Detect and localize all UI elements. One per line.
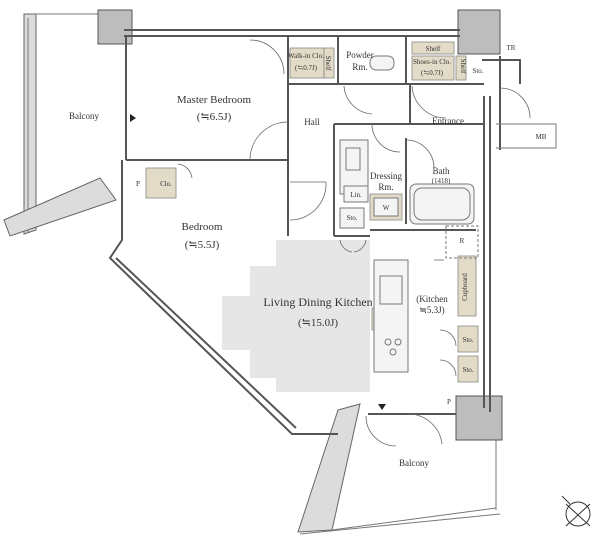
entry-arrow-icon <box>130 114 136 122</box>
mb-label: MB <box>536 133 547 141</box>
p-label-bottom: P <box>447 398 451 406</box>
bedroom-closet <box>145 167 177 199</box>
column-top-right <box>457 9 501 55</box>
entry-arrow-icon <box>378 404 386 410</box>
sto-label-entrance: Sto. <box>472 67 483 75</box>
diagonal-wall-left <box>3 177 117 237</box>
ldk-label: Living Dining Kitchen <box>263 295 372 309</box>
doors <box>177 39 531 447</box>
toilet <box>369 55 395 71</box>
kitchen-label: (Kitchen <box>416 294 448 304</box>
sto-label-hall: Sto. <box>346 214 357 222</box>
outer-walls <box>108 29 521 435</box>
clo-label: Clo. <box>160 180 172 188</box>
bath-size: (1418) <box>432 177 451 185</box>
cupboard-label: Cupboard <box>461 273 469 301</box>
cupboard <box>457 255 477 317</box>
w-label: W <box>383 204 390 212</box>
powder-label: Powder <box>346 50 374 60</box>
p-label-left: P <box>136 180 140 188</box>
master-bedroom-label: Master Bedroom <box>177 94 252 106</box>
sto-label-kitchen-1: Sto. <box>462 336 473 344</box>
sto-label-kitchen-2: Sto. <box>462 366 473 374</box>
dressing-label-2: Rm. <box>378 182 393 192</box>
bath-label: Bath <box>433 166 450 176</box>
hall-label: Hall <box>304 117 320 127</box>
master-bedroom-size: (≒6.5J) <box>197 111 232 123</box>
kitchen-storage-1 <box>457 325 479 353</box>
kitchen-counter <box>373 259 409 373</box>
left-balcony <box>23 13 124 235</box>
walkin-label: Walk-in Clo. <box>288 52 324 60</box>
balcony-left-label: Balcony <box>69 111 99 121</box>
bedroom-label: Bedroom <box>182 221 223 233</box>
bathtub <box>409 183 475 225</box>
entrance-label: Entrance <box>432 116 464 126</box>
shoes-closet <box>411 55 455 81</box>
washbasin-counter <box>339 139 369 195</box>
balcony-bottom-label: Balcony <box>399 458 429 468</box>
dressing-label: Dressing <box>370 171 402 181</box>
column-bottom-right <box>455 395 503 441</box>
bedroom-size: (≒5.5J) <box>185 239 220 251</box>
walkin-size: (≒0.7J) <box>295 64 318 72</box>
r-label: R <box>460 237 465 245</box>
powder-label-2: Rm. <box>352 62 367 72</box>
compass-icon <box>561 495 591 527</box>
interior-walls <box>126 36 557 237</box>
tr-label: TR <box>507 44 516 52</box>
kitchen-storage-2 <box>457 355 479 383</box>
walkin-closet <box>289 47 325 79</box>
storage-hall <box>339 207 365 229</box>
shelf-label-1: Shelf <box>426 45 441 53</box>
kitchen-size: ≒5.3J) <box>419 305 444 315</box>
ldk-floor <box>222 240 370 392</box>
ldk-size: (≒15.0J) <box>298 317 338 329</box>
shelf-label-3: Shelf <box>459 59 467 74</box>
linen <box>343 185 369 203</box>
bottom-balcony <box>297 403 501 535</box>
lin-label: Lin. <box>350 191 362 199</box>
shelf-label-2: Shelf <box>324 56 332 71</box>
shoes-size: (≒0.7J) <box>421 69 444 77</box>
shoes-label: Shoes-in Clo. <box>413 58 451 66</box>
